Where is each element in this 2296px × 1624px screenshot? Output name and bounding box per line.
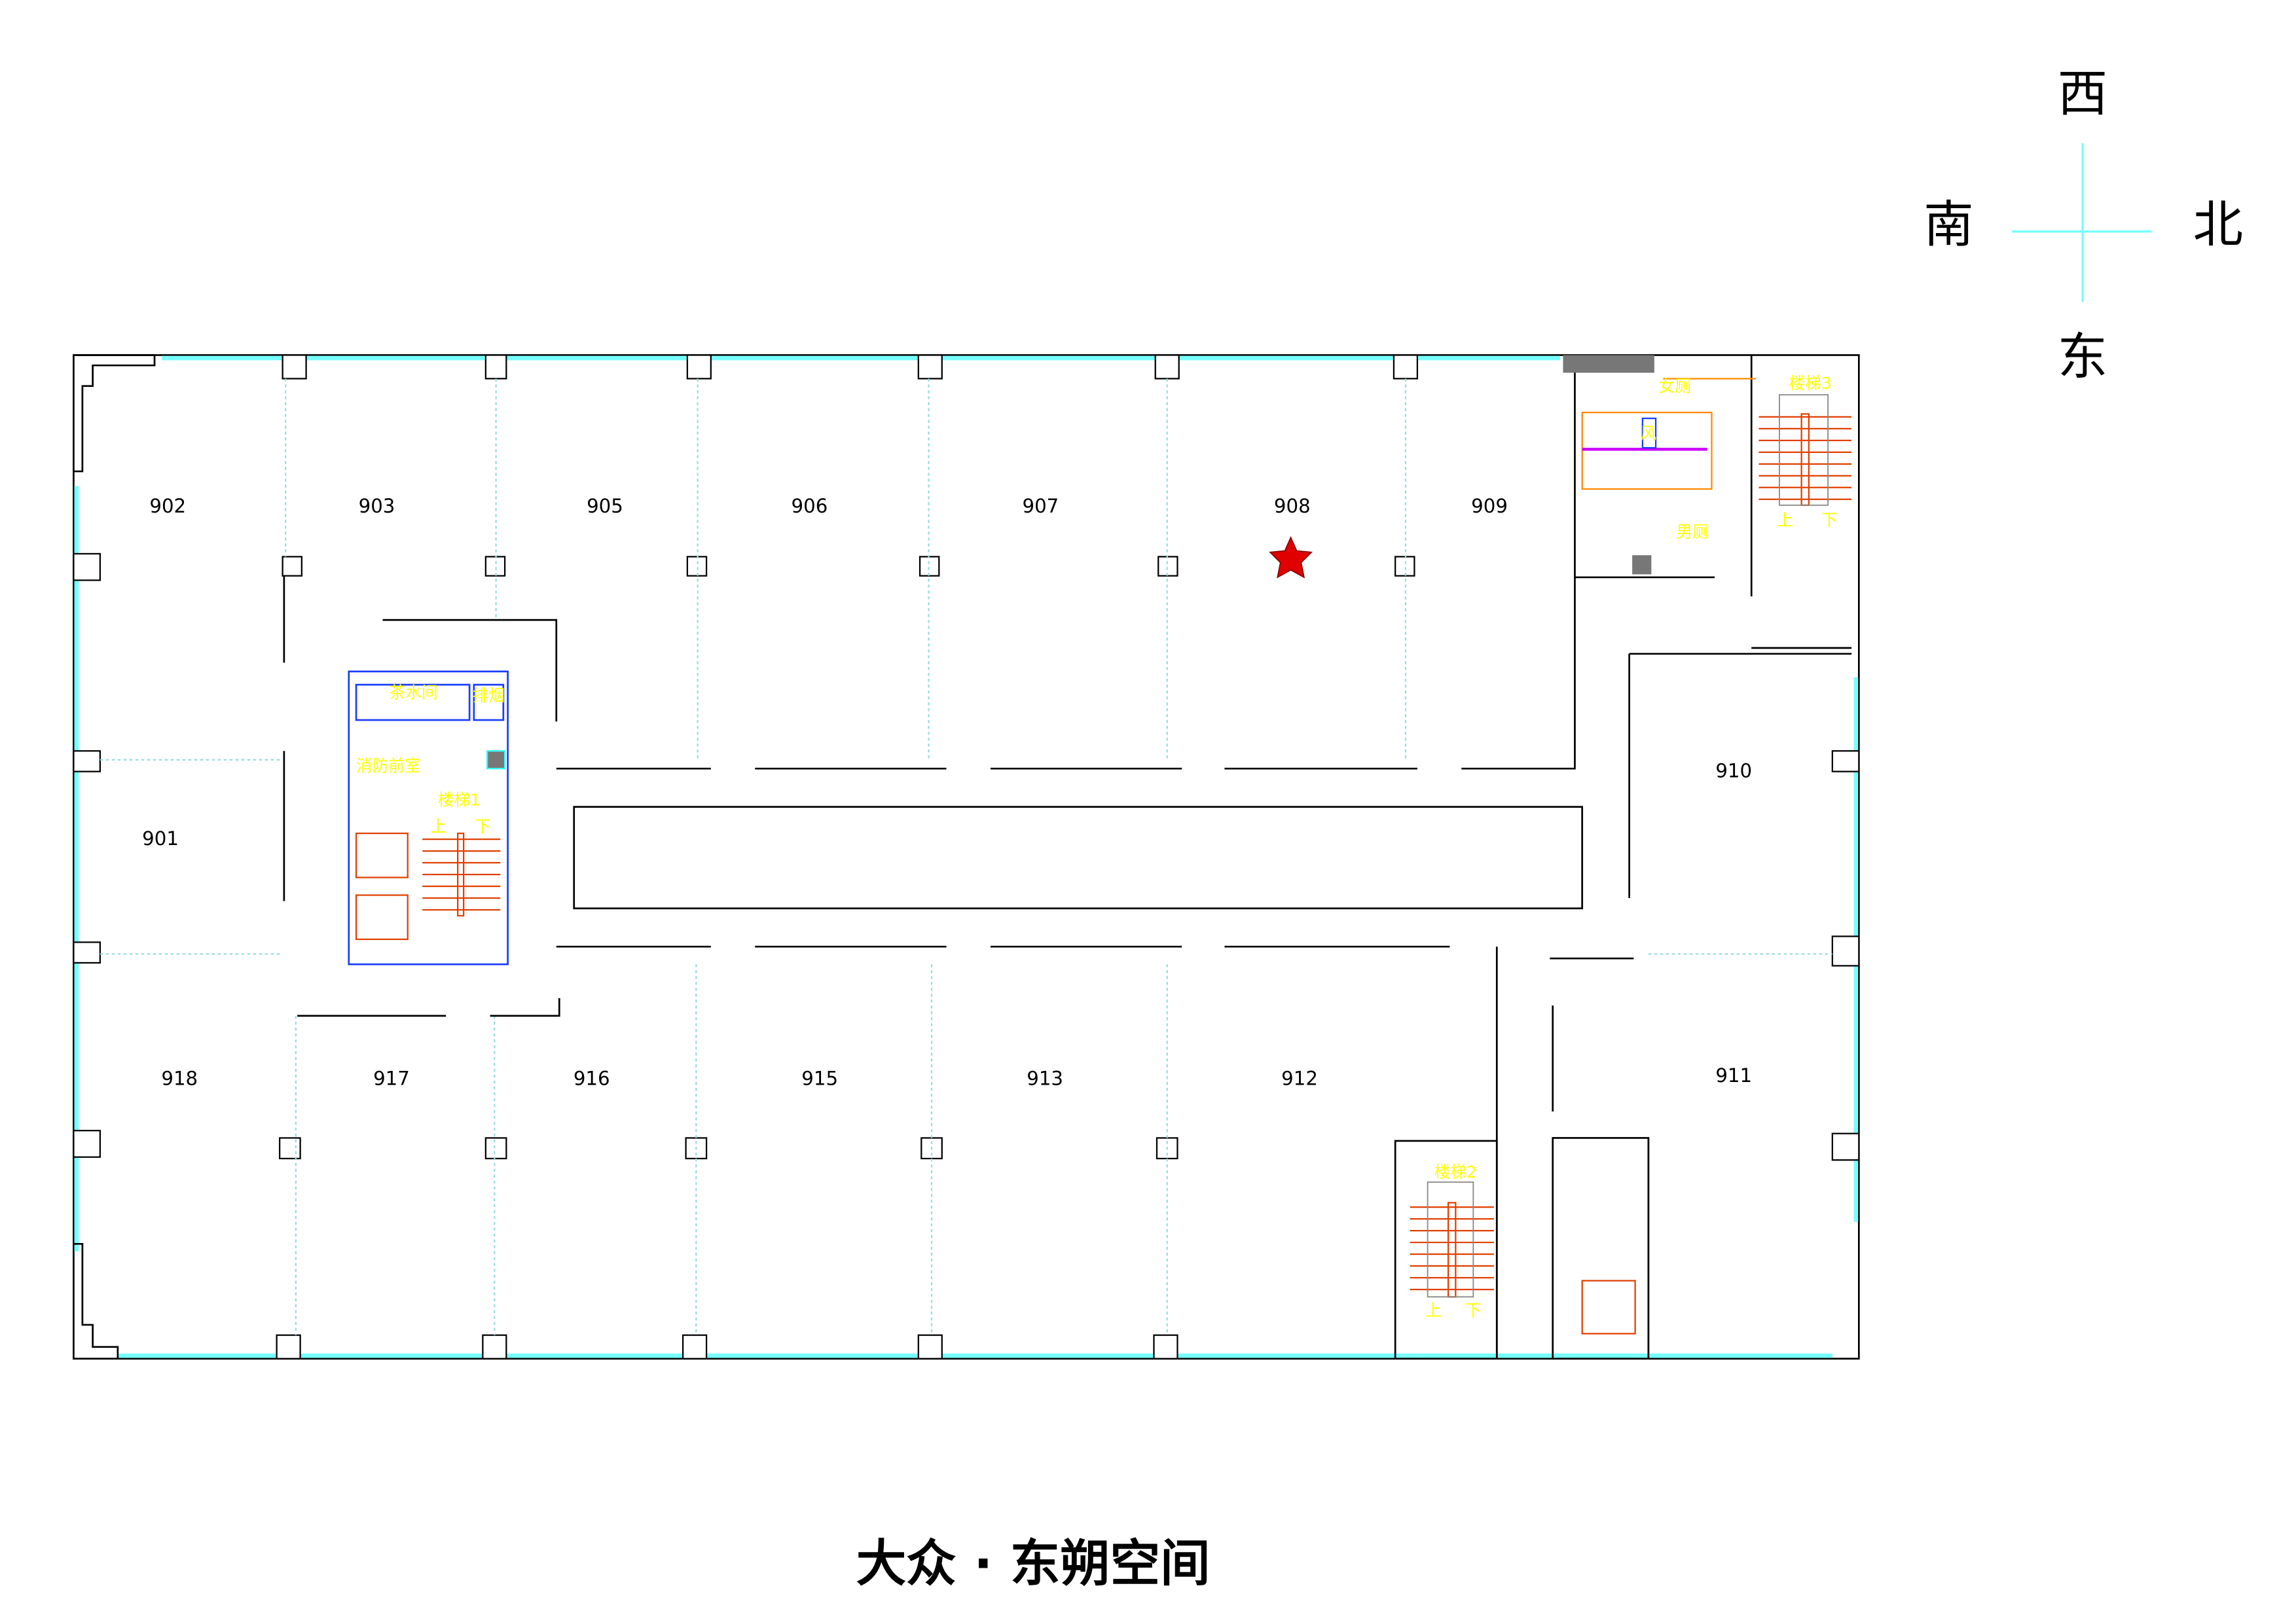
smoke-exhaust-label: 排烟 — [473, 686, 505, 705]
restrooms-stair3: 女厕 男厕 风 楼梯3 上 下 — [1581, 374, 1852, 541]
stair3-label: 楼梯3 — [1789, 374, 1832, 393]
room-912: 912 — [1281, 1068, 1318, 1090]
compass-west: 西 — [2058, 65, 2107, 123]
stair2-label: 楼梯2 — [1434, 1163, 1477, 1182]
stair3-up: 上 — [1777, 511, 1794, 530]
location-star-icon — [1269, 536, 1313, 579]
vent-label: 风 — [1640, 424, 1656, 443]
room-905: 905 — [587, 495, 623, 517]
room-906: 906 — [792, 495, 828, 517]
room-902: 902 — [149, 495, 186, 517]
compass-north: 北 — [2193, 196, 2243, 254]
outer-walls — [73, 354, 1860, 1360]
compass-east: 东 — [2058, 329, 2107, 387]
compass: 西 南 北 东 — [1923, 65, 2243, 386]
stair1-label: 楼梯1 — [438, 790, 481, 809]
womens-restroom-label: 女厕 — [1659, 377, 1691, 396]
stair1-down: 下 — [475, 817, 491, 836]
stair2-up: 上 — [1425, 1301, 1442, 1320]
interior-walls — [283, 355, 1852, 1360]
stair3-down: 下 — [1821, 511, 1838, 530]
core-stair1: 茶水间 排烟 消防前室 楼梯1 上 下 — [348, 670, 509, 965]
room-901: 901 — [142, 827, 179, 850]
room-909: 909 — [1471, 495, 1508, 517]
room-913: 913 — [1027, 1068, 1063, 1090]
stair2-elevator: 楼梯2 上 下 — [1410, 1163, 1636, 1335]
room-908: 908 — [1274, 495, 1311, 517]
mens-restroom-label: 男厕 — [1677, 522, 1709, 541]
room-915: 915 — [801, 1068, 838, 1090]
compass-south: 南 — [1923, 196, 1973, 254]
stair1-up: 上 — [431, 817, 447, 836]
fire-lobby-label: 消防前室 — [356, 757, 421, 776]
room-910: 910 — [1715, 760, 1752, 782]
room-907: 907 — [1022, 495, 1059, 517]
room-903: 903 — [359, 495, 395, 517]
room-917: 917 — [373, 1068, 410, 1090]
page-title: 大众 · 东朔空间 — [856, 1535, 1211, 1593]
room-911: 911 — [1715, 1064, 1752, 1087]
room-916: 916 — [574, 1068, 610, 1090]
room-918: 918 — [161, 1068, 198, 1090]
room-labels: 902 903 905 906 907 908 909 910 901 918 … — [142, 495, 1752, 1090]
tea-room-label: 茶水间 — [390, 683, 438, 702]
stair2-down: 下 — [1465, 1301, 1482, 1320]
